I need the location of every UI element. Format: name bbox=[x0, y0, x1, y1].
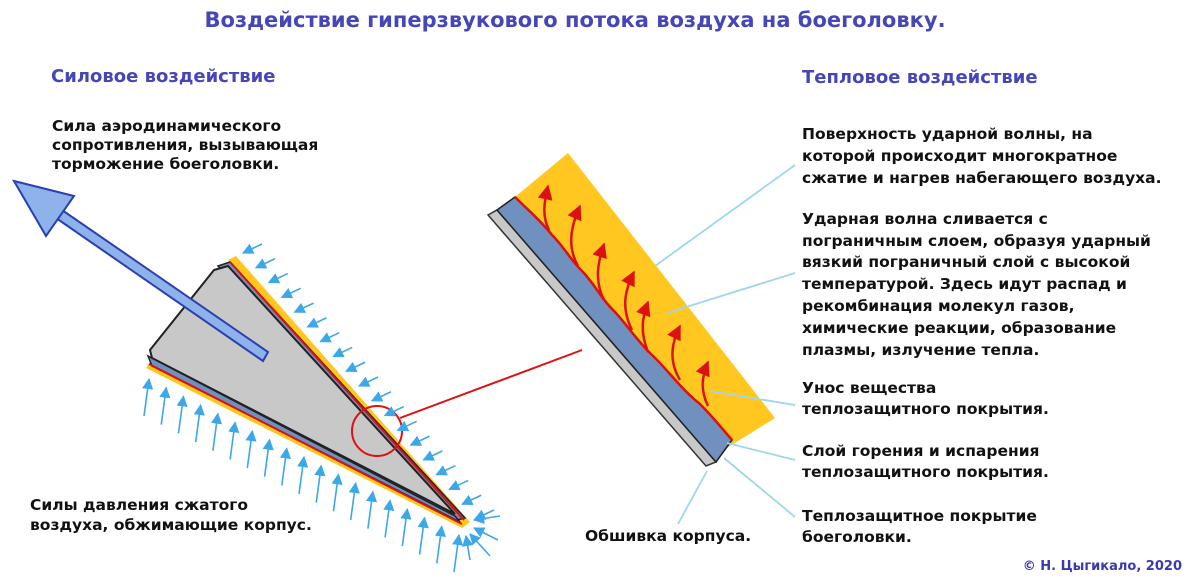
pressure-arrow bbox=[409, 435, 430, 446]
pressure-arrow bbox=[241, 243, 263, 254]
pressure-arrow bbox=[435, 464, 456, 476]
pressure-arrow bbox=[422, 450, 443, 461]
pressure-arrow bbox=[279, 447, 291, 486]
force-heading: Силовое воздействие bbox=[51, 66, 276, 87]
coating-label: Теплозащитное покрытие боеголовки. bbox=[802, 507, 1042, 546]
copyright: © Н. Цыгикало, 2020 bbox=[1023, 559, 1182, 574]
pressure-arrow bbox=[469, 533, 491, 557]
drag-force-label: Сила аэродинамического сопротивления, вы… bbox=[52, 117, 324, 173]
pressure-arrow bbox=[176, 395, 188, 434]
upper-burn-line bbox=[229, 261, 465, 521]
pressure-arrow bbox=[348, 481, 360, 521]
skin-label: Обшивка корпуса. bbox=[585, 527, 751, 545]
pressure-arrow bbox=[245, 429, 257, 469]
pressure-arrow bbox=[210, 412, 223, 451]
pressure-arrow bbox=[357, 376, 379, 387]
pressure-arrow bbox=[452, 533, 464, 573]
pressure-arrow bbox=[293, 302, 314, 313]
pressure-force-label: Силы давления сжатого воздуха, обжимающи… bbox=[30, 496, 312, 534]
pressure-arrow bbox=[319, 331, 340, 343]
pressure-arrow bbox=[262, 438, 274, 477]
pressure-arrow bbox=[254, 258, 276, 269]
burn-layer-label: Слой горения и испарения теплозащитного … bbox=[802, 442, 1049, 481]
burn-layer-line bbox=[514, 196, 733, 441]
pressure-arrow bbox=[383, 405, 405, 417]
pressure-arrow bbox=[365, 490, 378, 529]
pressure-arrow bbox=[400, 507, 412, 547]
pressure-arrow bbox=[434, 525, 446, 564]
pressure-arrow bbox=[370, 391, 392, 402]
boundary-layer-label: Ударная волна сливается с пограничным сл… bbox=[802, 210, 1156, 359]
pressure-arrow bbox=[159, 386, 171, 425]
shock-layer-band bbox=[515, 153, 775, 454]
pressure-arrow bbox=[280, 287, 302, 299]
shock-surface-label: Поверхность ударной волны, на которой пр… bbox=[802, 125, 1162, 187]
pressure-arrow bbox=[306, 317, 327, 328]
enlarged-section bbox=[486, 153, 775, 467]
pressure-arrow bbox=[472, 512, 501, 525]
pressure-arrow bbox=[448, 479, 469, 491]
drag-force-arrow bbox=[11, 179, 270, 363]
pressure-arrow bbox=[462, 534, 474, 561]
lower-burn-line bbox=[148, 363, 463, 525]
zoom-connector bbox=[399, 349, 583, 419]
warhead-figure bbox=[146, 256, 583, 528]
pressure-arrow bbox=[417, 516, 429, 555]
pressure-arrow bbox=[345, 361, 366, 372]
pressure-arrow bbox=[228, 421, 240, 460]
pressure-arrow bbox=[396, 420, 418, 432]
leader-lines bbox=[654, 164, 796, 525]
pressure-arrow bbox=[332, 346, 353, 358]
diagram-title: Воздействие гиперзвукового потока воздух… bbox=[204, 8, 945, 32]
pressure-arrow bbox=[267, 272, 289, 284]
pressure-arrow bbox=[461, 494, 482, 505]
pressure-arrow bbox=[314, 464, 326, 503]
pressure-arrow bbox=[142, 377, 154, 417]
pressure-arrow bbox=[472, 527, 499, 541]
heat-heading: Тепловое воздействие bbox=[802, 67, 1038, 88]
pressure-arrows bbox=[142, 243, 501, 573]
pressure-arrow bbox=[331, 473, 343, 512]
pressure-arrow bbox=[193, 403, 205, 443]
pressure-arrow bbox=[383, 499, 395, 538]
ablation-label: Унос вещества теплозащитного покрытия. bbox=[802, 379, 1049, 418]
pressure-arrow bbox=[297, 455, 309, 495]
